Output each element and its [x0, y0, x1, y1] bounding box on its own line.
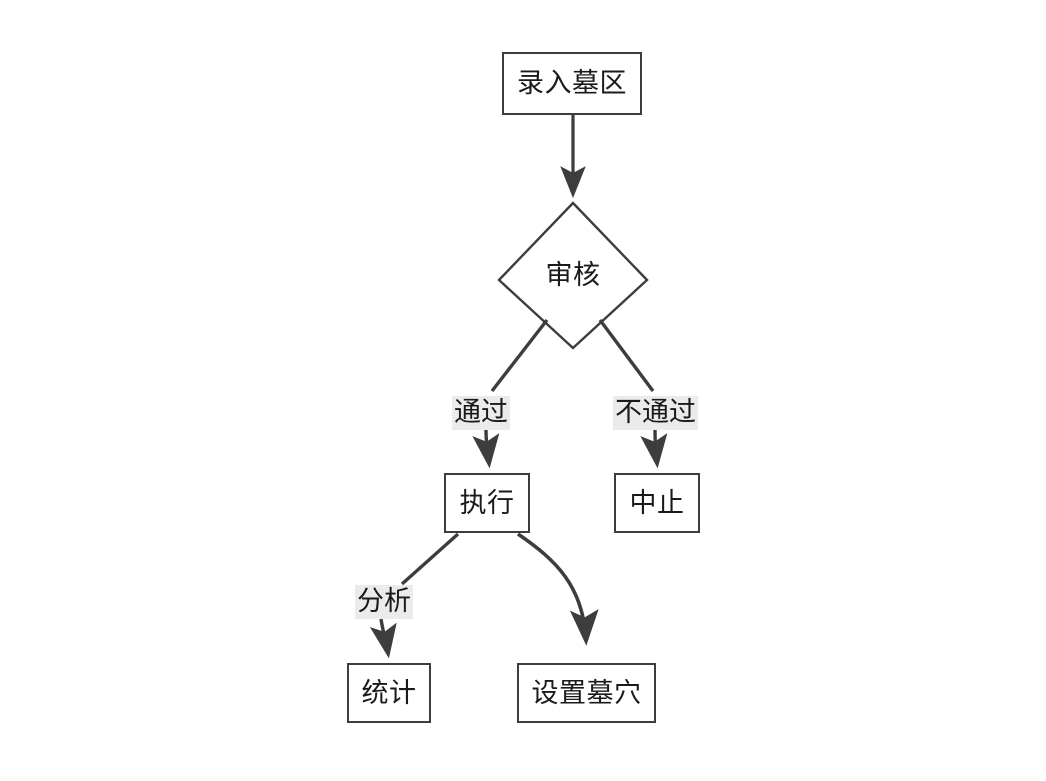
node-label: 中止 — [629, 487, 685, 519]
edge-label-analyze: 分析 — [355, 585, 413, 619]
node-label: 统计 — [361, 677, 417, 709]
node-label: 执行 — [459, 487, 515, 519]
node-set-grave-plot[interactable]: 设置墓穴 — [517, 663, 656, 723]
edge-pass-to-execute — [472, 429, 500, 469]
edge-review-to-pass-label — [490, 318, 549, 393]
edge-execute-to-set-grave — [516, 532, 599, 646]
edge-label-pass: 通过 — [452, 396, 510, 430]
edge-execute-to-analyze-label — [400, 532, 460, 586]
edge-review-to-fail-label — [598, 318, 655, 393]
node-enter-cemetery-area[interactable]: 录入墓区 — [502, 52, 642, 115]
edge-label-fail: 不通过 — [613, 396, 698, 430]
edge-fail-to-abort — [640, 429, 668, 469]
diamond-review-shape — [497, 201, 649, 350]
node-label: 设置墓穴 — [531, 677, 642, 709]
edge-analyze-to-statistics — [369, 618, 397, 659]
node-label: 录入墓区 — [517, 68, 627, 99]
node-statistics[interactable]: 统计 — [347, 663, 431, 723]
node-abort[interactable]: 中止 — [614, 473, 700, 533]
node-execute[interactable]: 执行 — [444, 473, 530, 533]
